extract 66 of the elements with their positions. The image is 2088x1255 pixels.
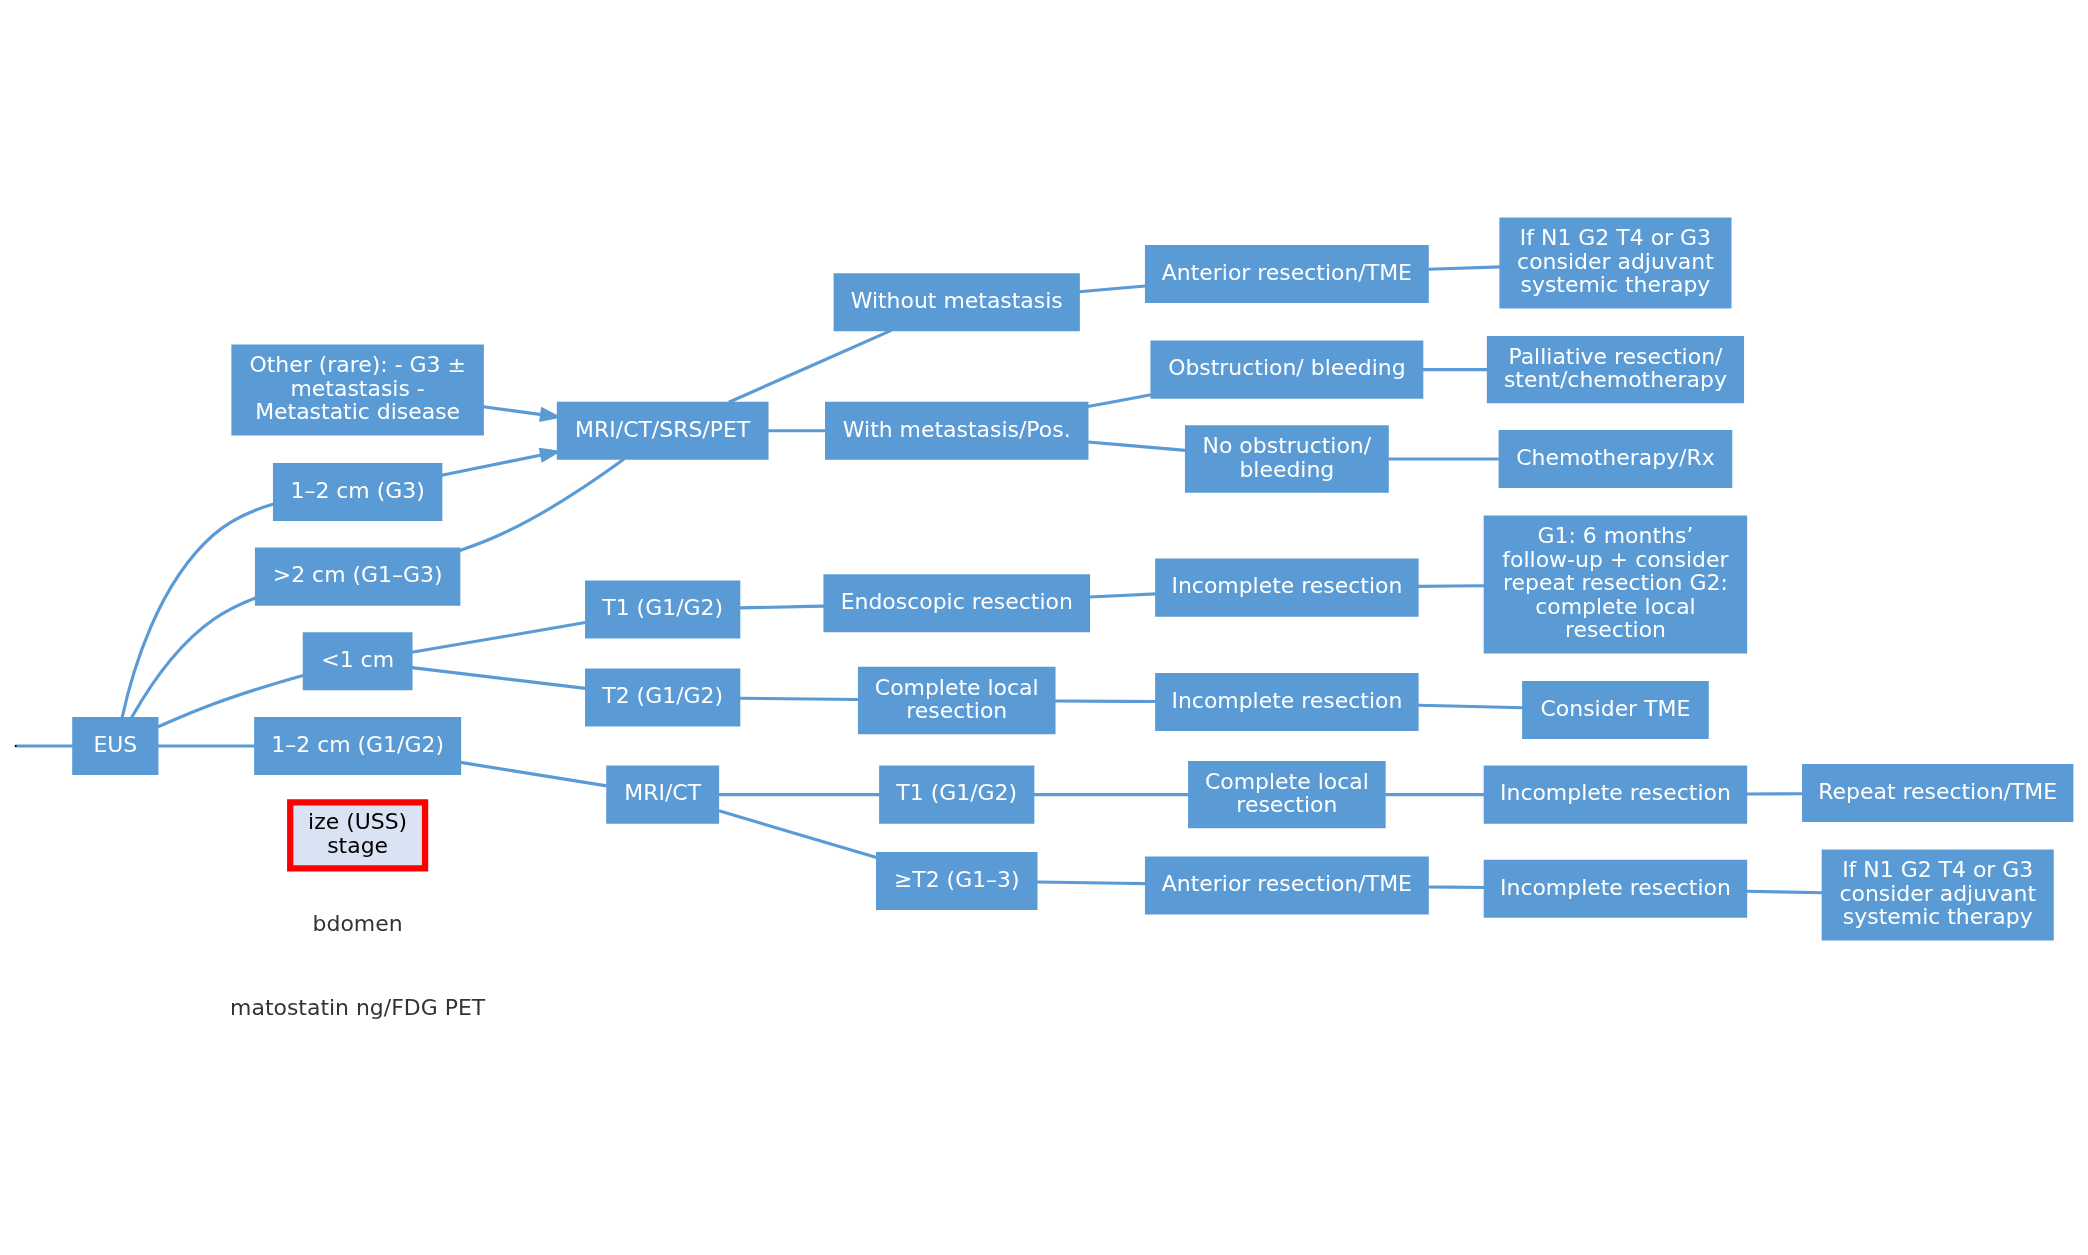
connector: [1087, 439, 1186, 452]
node-box: Other (rare): - G3 ± metastasis - Metastatic disease: [231, 344, 484, 435]
connector: [120, 501, 274, 718]
connector: [739, 604, 825, 609]
connector: [718, 792, 880, 796]
node-box: 1–2 cm (G3): [272, 462, 443, 521]
node-box: Chemotherapy/Rx: [1498, 429, 1733, 488]
node-box: Complete local resection: [1188, 760, 1386, 828]
node-box: G1: 6 months’ follow-up + consider repeat resection G2: complete local resection: [1483, 514, 1748, 653]
node-box: Anterior resection/TME: [1144, 244, 1429, 303]
node-box: Incomplete resection: [1155, 672, 1419, 731]
node-box: With metastasis/Pos.: [825, 401, 1089, 460]
node-box: If N1 G2 T4 or G3 consider adjuvant systemic therapy: [1821, 849, 2054, 940]
connector: [1055, 698, 1156, 703]
node-box: Incomplete resection: [1155, 558, 1419, 617]
connector: [1418, 583, 1485, 588]
connector: [16, 743, 73, 748]
connector: [1089, 591, 1156, 599]
connector: [130, 596, 257, 718]
connector: [158, 743, 255, 748]
node-box: Consider TME: [1522, 680, 1709, 739]
node-box: T1 (G1/G2): [585, 580, 741, 639]
node-box: 1–2 cm (G1/G2): [254, 716, 462, 775]
connector: [459, 457, 625, 552]
label: matostatin ng/FDG PET: [230, 994, 486, 1020]
connector: [411, 620, 586, 654]
node-box: T1 (G1/G2): [879, 765, 1035, 824]
node-box: Endoscopic resection: [823, 573, 1091, 632]
node-box: Incomplete resection: [1483, 859, 1748, 918]
connector: [739, 696, 859, 701]
node-box: If N1 G2 T4 or G3 consider adjuvant systemic therapy: [1499, 217, 1732, 308]
node-box: No obstruction/ bleeding: [1184, 424, 1389, 493]
connector: [1079, 283, 1146, 293]
node-box: Obstruction/ bleeding: [1150, 340, 1424, 399]
connector: [1428, 884, 1485, 889]
node-box: MRI/CT: [606, 765, 720, 824]
connector: [1033, 792, 1189, 796]
connector: [1388, 456, 1499, 461]
node-box: Complete local resection: [857, 666, 1056, 734]
node-box: ≥T2 (G1–3): [875, 851, 1038, 910]
connector: [728, 328, 892, 404]
node-box: ize (USS) stage: [287, 798, 429, 871]
connector: [460, 760, 607, 787]
connector: [1422, 367, 1488, 371]
node-box: Anterior resection/TME: [1144, 856, 1429, 915]
connector: [1428, 264, 1501, 271]
connector: [411, 665, 586, 690]
connector: [768, 428, 826, 432]
node-box: EUS: [72, 716, 159, 775]
node-box: MRI/CT/SRS/PET: [556, 401, 769, 460]
node-box: Without metastasis: [833, 272, 1080, 331]
node-box: Incomplete resection: [1483, 765, 1748, 824]
connector: [1385, 792, 1485, 796]
connector: [157, 673, 304, 728]
node-box: >2 cm (G1–G3): [254, 547, 461, 606]
connector: [1746, 889, 1823, 894]
connector: [1087, 392, 1152, 408]
connector: [1746, 791, 1803, 796]
node-box: Repeat resection/TME: [1802, 763, 2074, 822]
connector: [718, 808, 877, 859]
label: bdomen: [312, 910, 403, 936]
node-box: T2 (G1/G2): [585, 667, 741, 726]
connector: [1037, 879, 1146, 885]
node-box: Palliative resection/ stent/chemotherapy: [1486, 335, 1745, 403]
connector: [1417, 703, 1523, 709]
node-box: <1 cm: [302, 631, 413, 690]
